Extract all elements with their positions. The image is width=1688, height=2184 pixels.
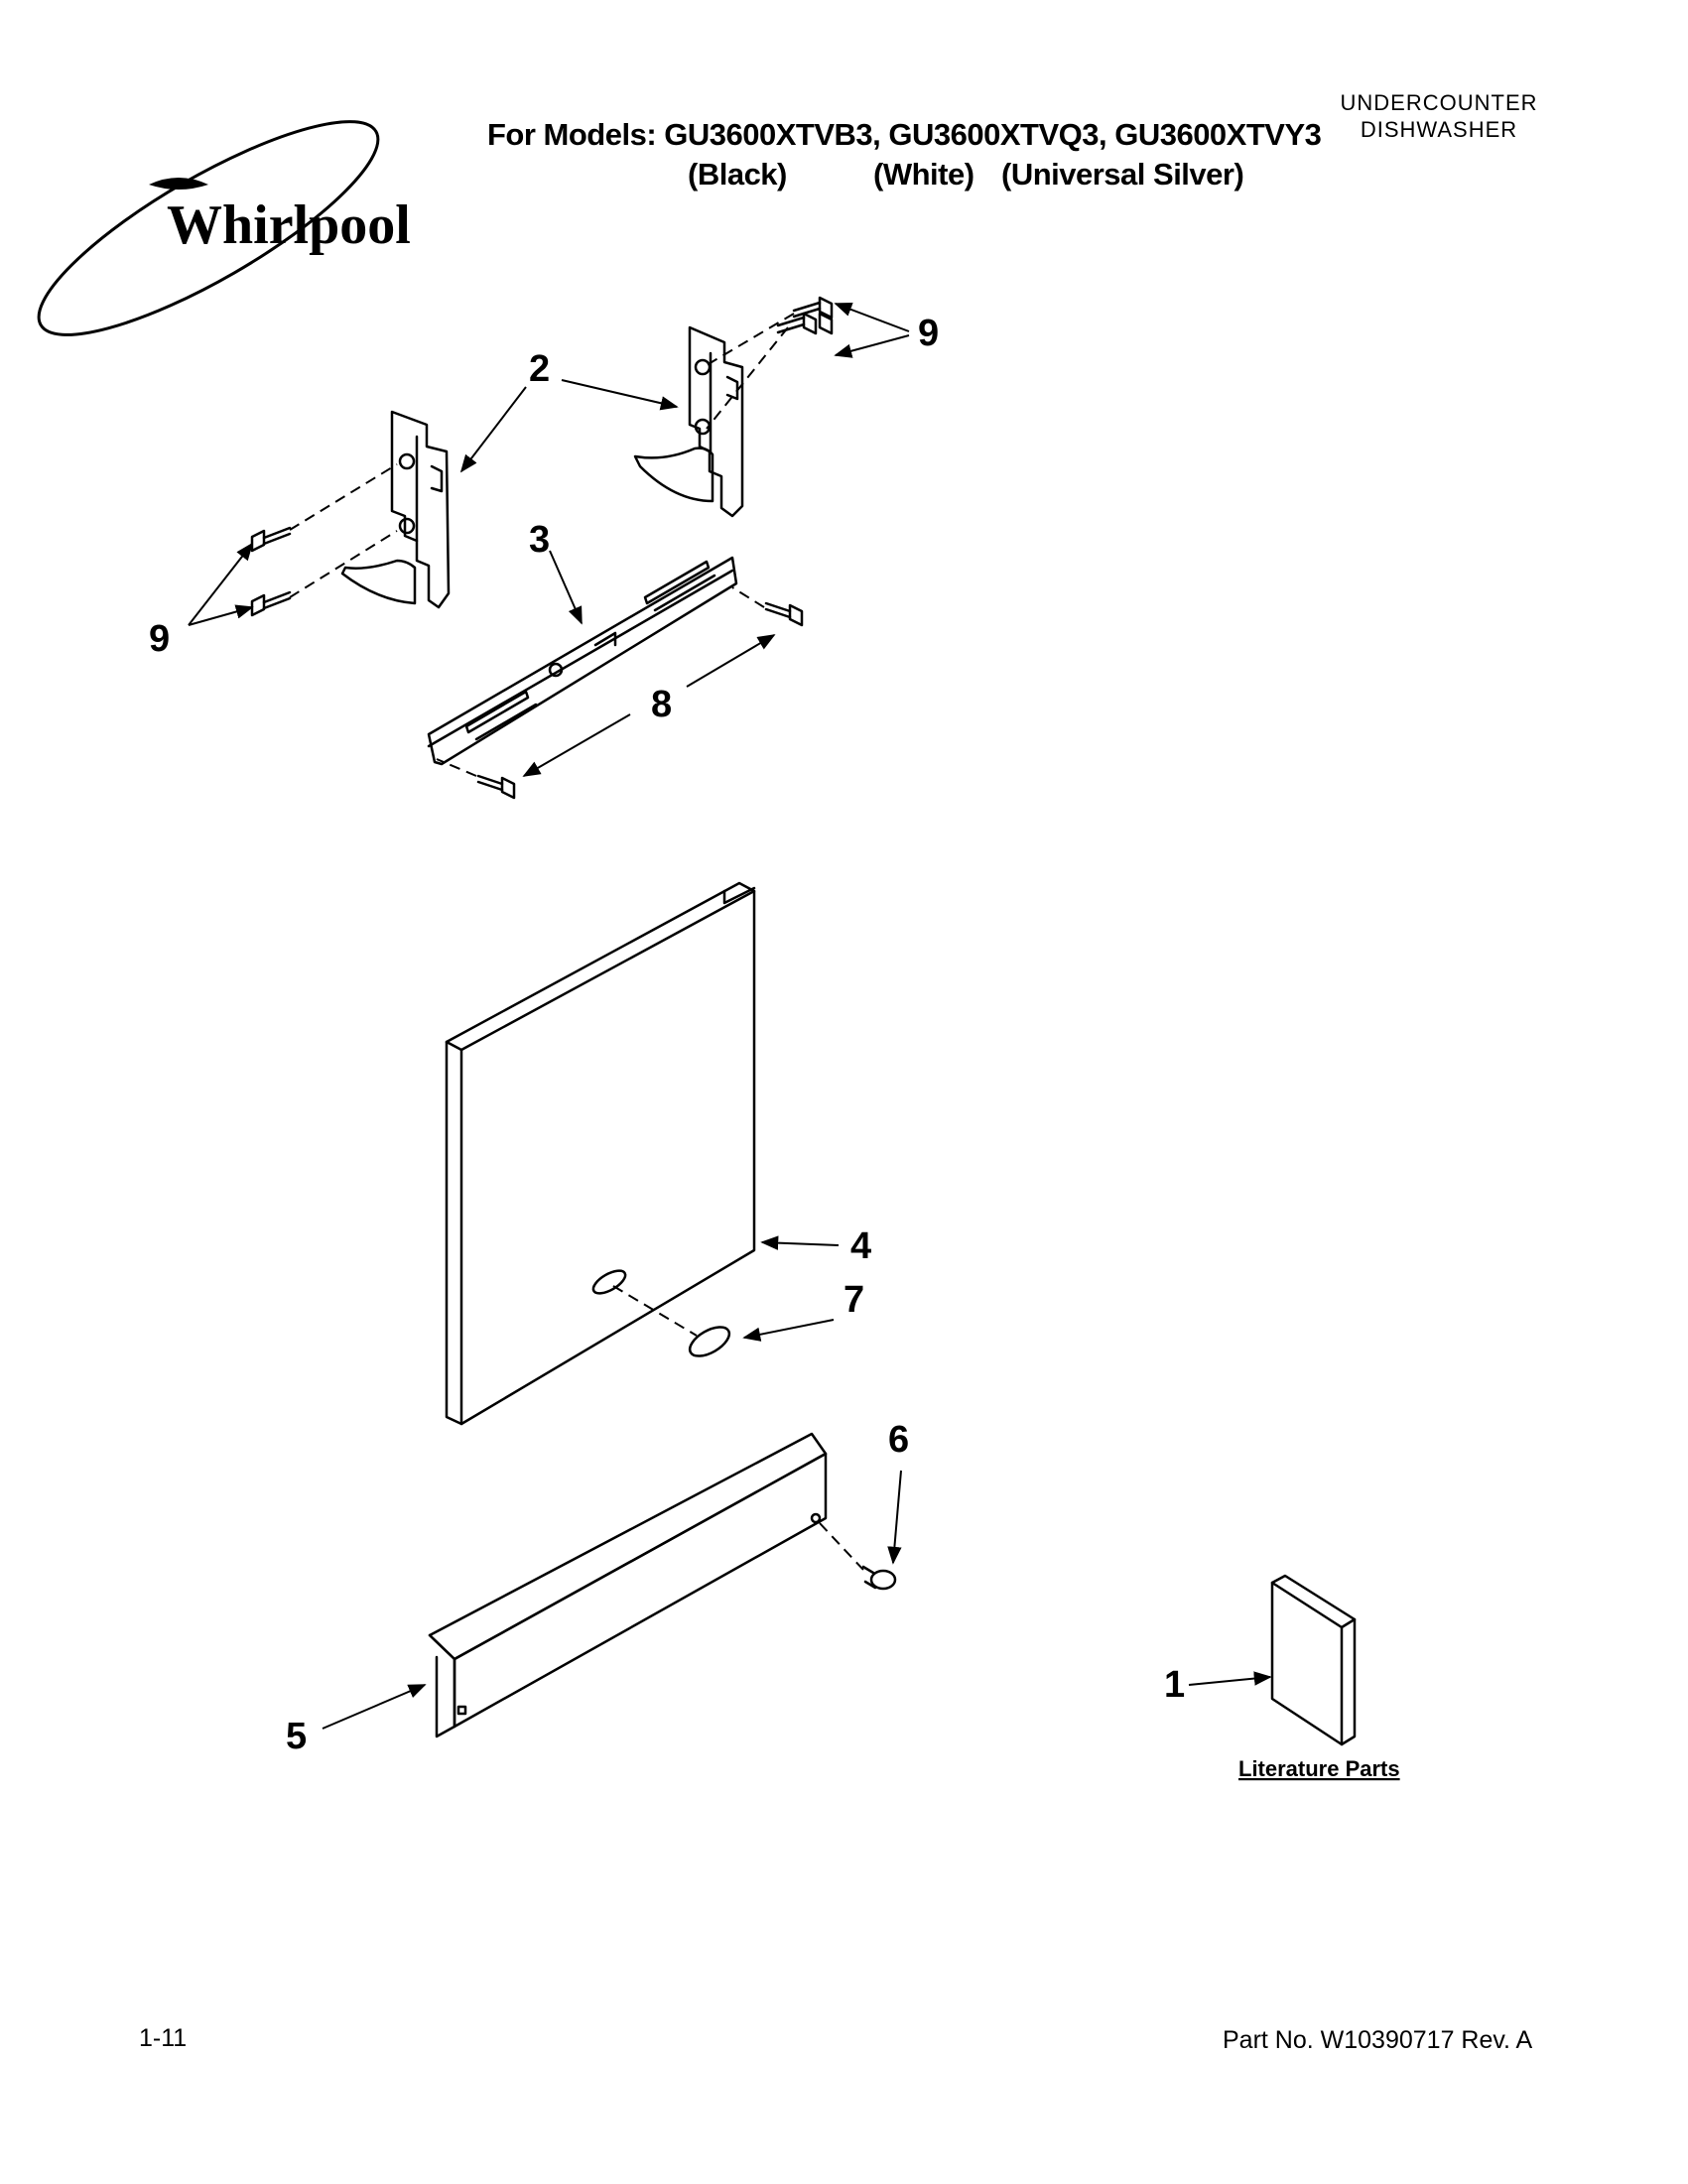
- models-line: For Models: GU3600XTVB3, GU3600XTVQ3, GU…: [487, 117, 1322, 152]
- callout-1: 1: [1164, 1664, 1185, 1706]
- callout-4: 4: [850, 1225, 871, 1267]
- callout-3: 3: [529, 519, 550, 561]
- category-line-2: DISHWASHER: [1360, 117, 1518, 142]
- category-line-1: UNDERCOUNTER: [1340, 90, 1538, 115]
- callout-9-left: 9: [149, 618, 170, 660]
- handle-insert: [688, 1326, 731, 1357]
- callout-7: 7: [844, 1279, 864, 1321]
- leader-lines: [188, 302, 1272, 1730]
- screw-icon: [792, 296, 834, 320]
- color-black-label: (Black): [688, 157, 787, 192]
- product-category: UNDERCOUNTER DISHWASHER: [1320, 89, 1558, 143]
- color-white-label: (White): [873, 157, 974, 192]
- literature-binder: [1270, 1574, 1357, 1746]
- top-rail: [427, 556, 738, 766]
- screw-icon: [476, 774, 516, 800]
- literature-parts-label: Literature Parts: [1238, 1756, 1400, 1781]
- logo-wordmark: Whirlpool: [167, 194, 411, 256]
- assembly-lines: [289, 313, 864, 1571]
- screw-icon: [764, 601, 804, 627]
- page-number: 1-11: [139, 2024, 188, 2052]
- right-side-bracket: [633, 325, 744, 518]
- callout-9-right: 9: [918, 313, 939, 354]
- color-silver-label: (Universal Silver): [1001, 157, 1244, 192]
- logo-emblem: [149, 178, 208, 190]
- door-panel: [445, 881, 756, 1426]
- left-side-bracket: [340, 410, 451, 609]
- screw-icon: [250, 526, 292, 553]
- callout-6: 6: [888, 1419, 909, 1461]
- screw-icon: [776, 312, 818, 335]
- toe-panel: [428, 1432, 828, 1738]
- screw-icon: [250, 590, 292, 617]
- callout-2: 2: [529, 348, 550, 390]
- callout-8: 8: [651, 684, 672, 725]
- callout-5: 5: [286, 1716, 307, 1757]
- screw-icon: [818, 312, 834, 335]
- knob-screw-icon: [861, 1565, 897, 1591]
- whirlpool-logo: Whirlpool: [37, 120, 411, 336]
- part-number: Part No. W10390717 Rev. A: [1223, 2026, 1533, 2054]
